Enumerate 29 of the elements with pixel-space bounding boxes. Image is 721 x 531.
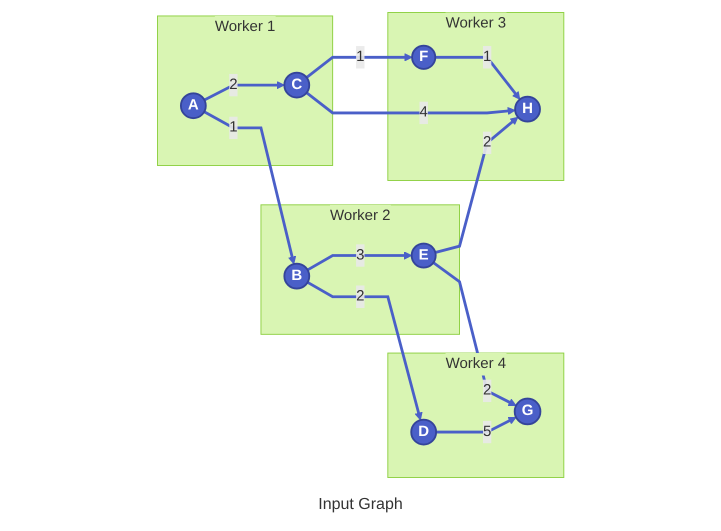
edge-label: 1	[356, 48, 364, 65]
arrow	[204, 80, 285, 102]
arrow	[435, 56, 520, 100]
arrow	[306, 92, 516, 116]
edge-label: 1	[229, 119, 238, 136]
node-circle: B	[283, 262, 310, 290]
caption: Input Graph	[317, 496, 404, 514]
node-circle: C	[283, 72, 310, 98]
edge-label: 2	[356, 288, 364, 304]
arrow	[436, 416, 516, 434]
node-circle: G	[514, 398, 542, 426]
edge-label: 5	[482, 424, 492, 440]
edge-label: 4	[419, 104, 428, 120]
arrow	[306, 251, 412, 272]
node-circle: E	[410, 242, 436, 268]
arrow	[203, 110, 296, 264]
arrow	[306, 281, 422, 420]
edge-label: 2	[229, 76, 238, 93]
node-circle: F	[410, 44, 436, 70]
edge-label: 3	[356, 247, 364, 264]
node-circle: H	[514, 96, 541, 123]
arrow	[306, 53, 412, 79]
edge-label: 2	[482, 382, 492, 398]
arrow	[432, 262, 516, 406]
edge-label: 2	[482, 134, 492, 150]
node-circle: A	[180, 92, 207, 120]
edge-label: 1	[482, 48, 492, 65]
node-circle: D	[410, 418, 437, 446]
arrow	[434, 116, 518, 254]
